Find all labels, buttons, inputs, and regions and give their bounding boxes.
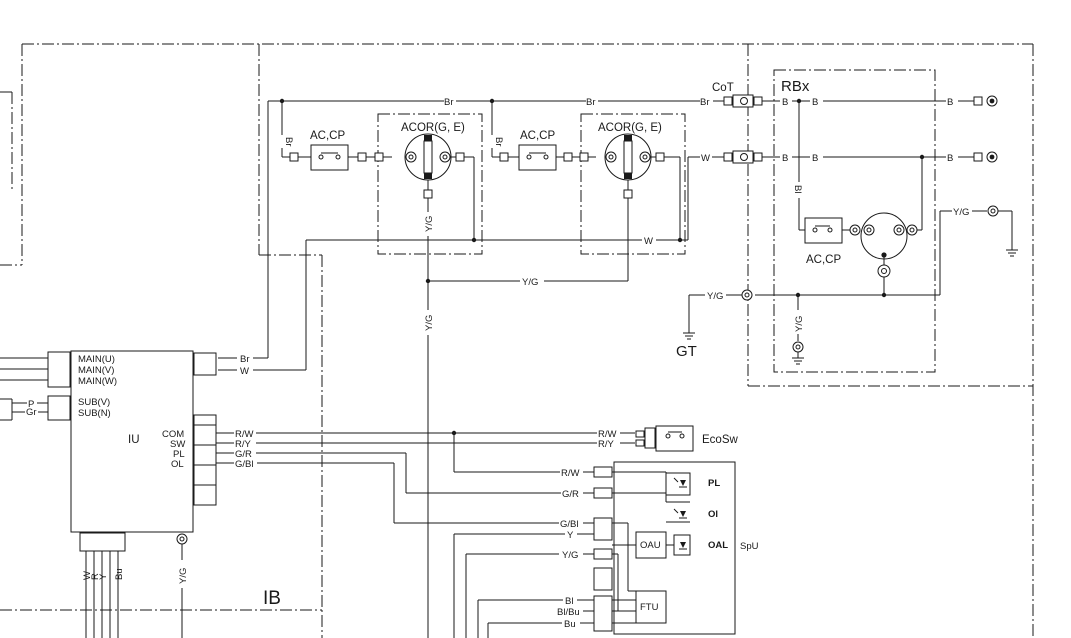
ecosw-label: EcoSw (702, 434, 738, 446)
wire-label-b-5: B (812, 153, 818, 164)
rbx-label: RBx (781, 78, 810, 95)
wire-label-yg-acor-left: Y/G (424, 216, 435, 232)
wire-label-rw-iu: R/W (235, 429, 254, 440)
iu-sub-n: SUB(N) (78, 408, 111, 419)
iu-main-u: MAIN(U) (78, 354, 115, 365)
wire-label-p: P (28, 399, 34, 410)
wire-label-yg-gt: Y/G (707, 291, 723, 302)
wire-label-gr-iu: G/R (235, 449, 252, 460)
right-accp-acor: AC,CP ACOR(G, E) (492, 122, 683, 281)
wire-label-y-spu: Y (567, 530, 574, 541)
iu-module: IU MAIN(U) MAIN(V) MAIN(W) SUB(V) SUB(N)… (0, 350, 281, 638)
rbx-block: RBx B B B B B B Bl AC,CP (755, 78, 1018, 365)
iu-main-w: MAIN(W) (78, 376, 117, 387)
left-acor-label: ACOR(G, E) (401, 122, 465, 134)
iu-output-wires: Br W (218, 100, 306, 377)
wire-label-w-cot: W (701, 153, 710, 164)
wire-label-rw-eco: R/W (598, 429, 617, 440)
wire-label-gr: Gr (26, 407, 37, 418)
iu-main-v: MAIN(V) (78, 365, 114, 376)
wire-label-br-2: Br (586, 97, 596, 108)
gt-label: GT (676, 343, 697, 360)
gt-ground: Y/G GT (676, 289, 753, 360)
right-accp-switch (518, 144, 557, 171)
ol-output-label: Ol (708, 509, 718, 520)
left-accp-switch (310, 144, 349, 171)
wire-label-b-2: B (812, 97, 818, 108)
oal-output-label: OAL (708, 540, 728, 551)
ftu-block (635, 590, 667, 624)
wire-label-b-6: B (947, 153, 953, 164)
ftu-label: FTU (640, 602, 659, 613)
cot-connectors: CoT W (687, 82, 780, 240)
wire-label-b-3: B (947, 97, 953, 108)
wire-label-bl-rbx: Bl (792, 185, 803, 193)
w-yg-bus: W Y/G (305, 236, 688, 370)
wire-label-bu-bottom: Bu (114, 568, 125, 580)
wire-label-w-bus: W (644, 236, 653, 247)
wire-label-bl-spu: Bl (565, 596, 573, 607)
rbx-accp-label: AC,CP (806, 254, 841, 266)
iu-pl: PL (173, 449, 185, 460)
br-bus: Br Br Br Br Br (279, 97, 724, 157)
wire-label-rw-spu: R/W (561, 468, 580, 479)
wire-label-br-drop-2: Br (493, 137, 504, 147)
wire-label-yg-rbx-2: Y/G (794, 316, 805, 332)
wire-label-r-bottom: R (90, 573, 101, 580)
wire-label-yg-spu: Y/G (562, 550, 578, 561)
iu-sub-v: SUB(V) (78, 397, 110, 408)
wire-label-br-3: Br (700, 97, 710, 108)
iu-sw: SW (170, 439, 185, 450)
spu-module: SpU R/W G/R G/Bl Y Y/G Bl Bl/Bu Bu (453, 461, 759, 638)
spu-label: SpU (740, 541, 759, 552)
ecosw-switch (655, 425, 694, 452)
wire-label-gbl-spu: G/Bl (560, 519, 578, 530)
wire-label-br-drop-1: Br (283, 137, 294, 147)
wire-label-blbu-spu: Bl/Bu (557, 607, 580, 618)
wire-label-bu-spu: Bu (564, 619, 576, 630)
iu-label: IU (128, 434, 140, 446)
boundary-frames (0, 43, 1034, 638)
left-accp-acor: AC,CP ACOR(G, E) Y/G Y/G (282, 122, 477, 638)
ib-label: IB (263, 588, 281, 609)
iu-ol: OL (171, 459, 184, 470)
right-accp-label: AC,CP (520, 130, 555, 142)
wire-label-w-bottom: W (82, 571, 93, 580)
oau-label: OAU (640, 540, 661, 551)
rbx-compressor-icon (860, 212, 908, 260)
wire-label-ry-iu: R/Y (235, 439, 252, 450)
wire-label-yg-vertical: Y/G (424, 315, 435, 331)
wire-label-b-1: B (782, 97, 788, 108)
wire-label-yg-iu: Y/G (178, 568, 189, 584)
wire-label-ry-eco: R/Y (598, 439, 615, 450)
wire-label-gr-spu: G/R (562, 489, 579, 500)
iu-com: COM (162, 429, 184, 440)
oau-block (635, 531, 667, 559)
ecosw: EcoSw (635, 425, 738, 452)
left-accp-label: AC,CP (310, 130, 345, 142)
iu-signal-wires: R/W R/W R/Y R/Y G/R G/Bl (216, 429, 635, 524)
wire-label-yg-rbx: Y/G (953, 207, 969, 218)
wire-label-yg-bus: Y/G (522, 277, 538, 288)
right-acor-label: ACOR(G, E) (598, 122, 662, 134)
wire-label-gbl-iu: G/Bl (235, 459, 253, 470)
rbx-accp-switch (804, 217, 843, 244)
wire-label-b-4: B (782, 153, 788, 164)
cot-label: CoT (712, 82, 734, 94)
pl-output-label: PL (708, 478, 720, 489)
wire-label-br-iu: Br (240, 354, 250, 365)
wire-label-br-1: Br (444, 97, 454, 108)
wire-label-w-iu: W (240, 366, 249, 377)
wire-label-y-bottom: Y (98, 573, 109, 580)
